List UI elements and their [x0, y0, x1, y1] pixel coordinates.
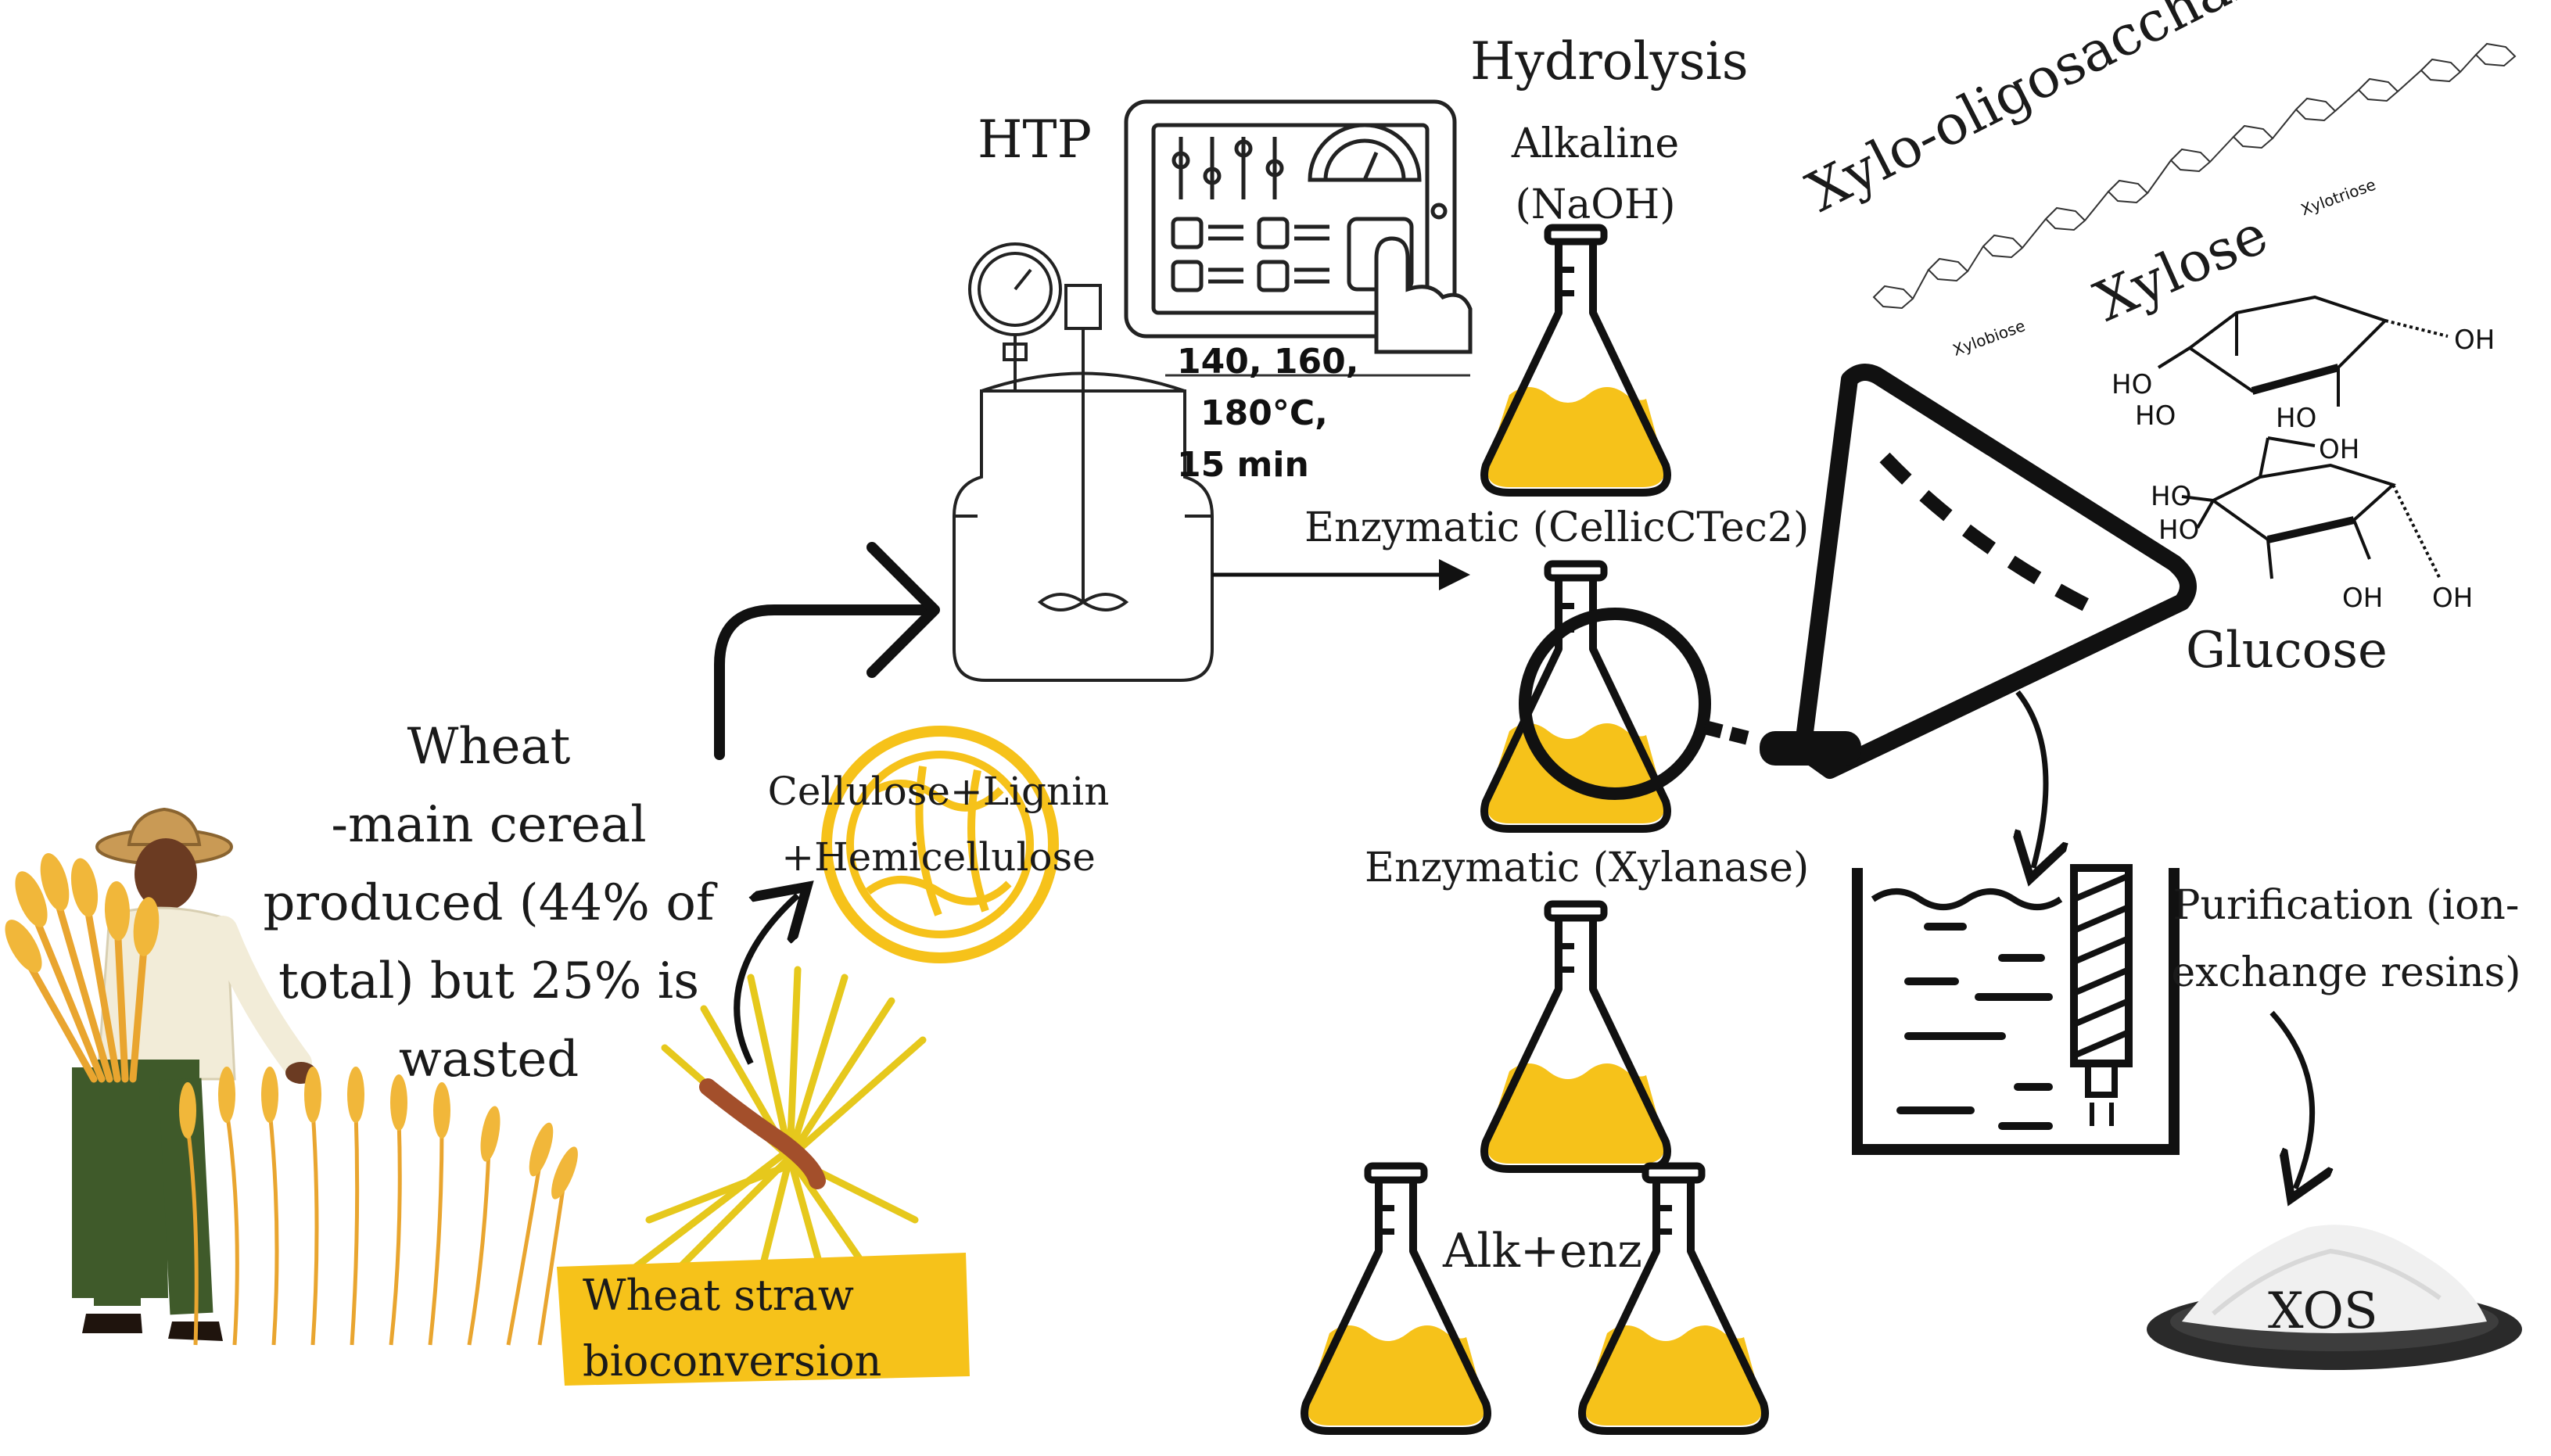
xylo-oligosaccharide-chain-icon [1872, 42, 2517, 310]
glycosidic-bond-mark [1912, 269, 1929, 299]
straw-label-highlight [557, 1253, 970, 1386]
arrow-wheat-to-reactor-head [866, 542, 940, 678]
glycosidic-bond-mark [2334, 89, 2359, 112]
wheat-line-1: Wheat [407, 718, 571, 776]
glucose-structure-icon [2181, 436, 2442, 579]
glucose-oh-label-1: OH [2319, 434, 2360, 465]
sugar-ring-mark [2357, 77, 2399, 102]
flask-xylanase-outline [1480, 915, 1671, 1173]
alkaline-line-2: (NaOH) [1515, 181, 1676, 228]
flask-alk-enz-left-icon [1301, 1162, 1491, 1435]
magnifier-icon [1519, 608, 1754, 800]
glycosidic-bond-mark [2272, 109, 2297, 139]
glycosidic-bond-mark [2022, 218, 2047, 249]
flask-xylanase-rim [1544, 900, 1608, 922]
arrow-straw-to-biomass [734, 895, 798, 1065]
glucose-oh-label-3: OH [2432, 583, 2474, 614]
flask-xylanase-liquid [1487, 1063, 1665, 1164]
arrow-to-purification [2018, 690, 2046, 868]
flask-alk-enz-left-rim [1364, 1162, 1428, 1184]
wheat-description: Wheat -main cereal produced (44% of tota… [258, 708, 719, 1099]
straw-line-2: bioconversion [583, 1336, 882, 1386]
flask-alkaline-rim [1544, 224, 1608, 246]
sugar-ring-mark [1982, 234, 2024, 259]
wheat-line-5: wasted [398, 1031, 579, 1088]
straw-line-1: Wheat straw [583, 1271, 854, 1320]
xylose-ho-label-1: HO [2111, 369, 2153, 400]
xylose-ho-label-3: HO [2276, 403, 2317, 434]
lignocellulose-circle-icon [821, 726, 1059, 963]
glucose-oh-label-2: OH [2342, 583, 2384, 614]
flask-alk-enz-right-rim [1641, 1162, 1706, 1184]
alkaline-line-1: Alkaline [1511, 120, 1680, 167]
straw-label: Wheat straw bioconversion [583, 1263, 881, 1394]
biomass-line-1: Cellulose+Lignin [767, 769, 1110, 814]
sugar-ring-mark [2044, 206, 2086, 231]
wheat-line-2: -main cereal [331, 796, 647, 854]
ion-exchange-column-icon [1852, 864, 2180, 1155]
arrow-wheat-to-reactor [714, 604, 936, 760]
flask-alkaline-icon [1480, 224, 1671, 497]
farmer-illustration [5, 807, 578, 1346]
sugar-ring-mark [1927, 257, 1969, 282]
arrow-to-xos [2269, 1010, 2312, 1189]
conditions-line-1: 140, 160, [1177, 342, 1359, 382]
purification-line-1: Purification (ion- [2172, 882, 2520, 929]
biomass-label: Cellulose+Lignin +Hemicellulose [747, 758, 1130, 890]
xos-final-label: XOS [2268, 1282, 2378, 1340]
enzymatic-xylanase-label: Enzymatic (Xylanase) [1365, 845, 1810, 891]
flask-alkaline-outline [1480, 238, 1671, 497]
biomass-line-2: +Hemicellulose [781, 834, 1096, 880]
flask-alk-enz-left-liquid [1307, 1325, 1485, 1426]
flask-alk-enz-right-outline [1578, 1177, 1769, 1435]
flask-xylanase-icon [1480, 900, 1671, 1173]
enzymatic-cellic-label: Enzymatic (CellicCTec2) [1304, 504, 1810, 551]
glucose-ho-label-2: HO [2158, 515, 2200, 546]
wheat-line-4: total) but 25% is [278, 952, 700, 1010]
flask-cellic-outline [1480, 575, 1671, 833]
conditions-line-3: 15 min [1177, 445, 1309, 485]
sugar-ring-mark [2474, 42, 2517, 67]
wheat-line-3: produced (44% of [263, 874, 715, 932]
xylose-ho-label-2: HO [2135, 400, 2176, 432]
sugar-ring-mark [2420, 58, 2462, 83]
sugar-ring-mark [2107, 179, 2149, 204]
sugar-ring-mark [2232, 124, 2274, 149]
flask-group [1301, 224, 1769, 1435]
alk-enz-label: Alk+enz [1443, 1224, 1642, 1278]
glycosidic-bond-mark [2084, 191, 2109, 221]
control-tablet-icon [1124, 99, 1473, 354]
flask-alkaline-liquid [1487, 387, 1665, 487]
flask-alk-enz-left-outline [1301, 1177, 1491, 1435]
xos-powder-dish-icon [2147, 1225, 2522, 1370]
xylose-oh-label: OH [2454, 325, 2495, 356]
sugar-ring-mark [2294, 97, 2337, 122]
xylose-structure-icon [2157, 295, 2449, 407]
glycosidic-bond-mark [1967, 246, 1984, 272]
hydrothermal-reactor-icon [953, 242, 1214, 682]
flask-alk-enz-right-icon [1578, 1162, 1769, 1435]
glucose-label: Glucose [2186, 622, 2388, 680]
htp-label: HTP [978, 109, 1092, 170]
flask-cellic-rim [1544, 560, 1608, 582]
hydrolysis-title: Hydrolysis [1470, 31, 1749, 91]
glycosidic-bond-mark [2209, 136, 2234, 163]
conditions-line-2: 180°C, [1200, 393, 1328, 433]
alkaline-label: Alkaline (NaOH) [1478, 113, 1713, 235]
glycosidic-bond-mark [2397, 70, 2422, 92]
funnel-icon [1760, 364, 2197, 779]
purification-label: Purification (ion- exchange resins) [2166, 872, 2526, 1006]
sugar-ring-mark [2169, 148, 2212, 173]
flask-alk-enz-right-liquid [1584, 1325, 1763, 1426]
glucose-ho-label-1: HO [2151, 481, 2192, 512]
glycosidic-bond-mark [2147, 160, 2172, 194]
purification-line-2: exchange resins) [2171, 949, 2521, 996]
reaction-conditions: 140, 160, 180°C, 15 min [1177, 336, 1358, 491]
glycosidic-bond-mark [2460, 54, 2477, 73]
sugar-ring-mark [1872, 285, 1914, 310]
